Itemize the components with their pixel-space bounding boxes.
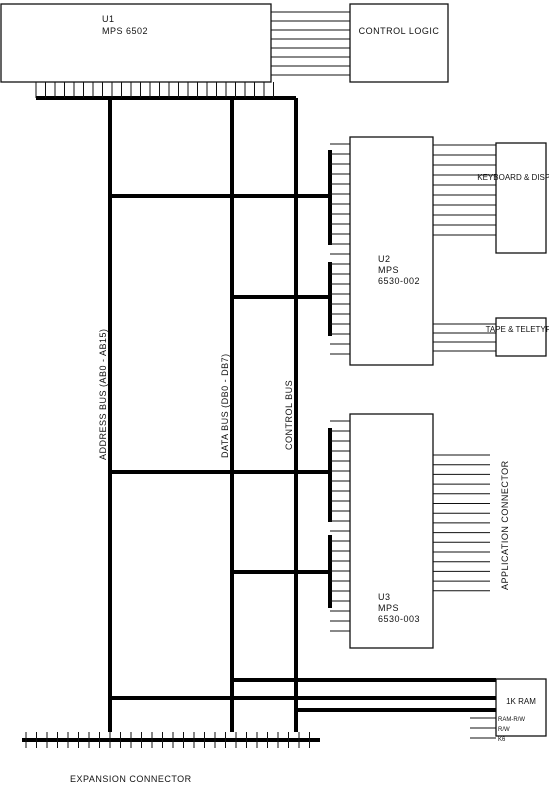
control-bus-label: CONTROL BUS xyxy=(284,380,294,450)
ram-signal-0: RAM-R/W xyxy=(498,717,525,723)
application-connector-label: APPLICATION CONNECTOR xyxy=(500,460,510,590)
ram-signal-1: R/W xyxy=(498,727,510,733)
data-bus-label: DATA BUS (DB0 - DB7) xyxy=(220,353,230,458)
ram-box xyxy=(495,678,547,737)
u2-id: U2 xyxy=(378,254,391,264)
u3-name: MPS xyxy=(378,603,399,613)
u3-id: U3 xyxy=(378,592,391,602)
expansion-connector-label: EXPANSION CONNECTOR xyxy=(70,774,192,784)
control-logic-label: CONTROL LOGIC xyxy=(359,26,440,36)
keyboard-label: KEYBOARD & DISPLAY xyxy=(477,173,549,182)
address-bus-label: ADDRESS BUS (AB0 - AB15) xyxy=(98,328,108,460)
keyboard-display-box xyxy=(495,142,547,254)
ram-signal-2: K6 xyxy=(498,737,506,743)
u1-id: U1 xyxy=(102,14,115,24)
u1-cpu-box xyxy=(0,3,272,83)
u1-name: MPS 6502 xyxy=(102,26,148,36)
u3-part: 6530-003 xyxy=(378,614,420,624)
u2-part: 6530-002 xyxy=(378,276,420,286)
control-logic-box xyxy=(349,3,449,83)
u2-box xyxy=(349,136,434,366)
u2-name: MPS xyxy=(378,265,399,275)
tape-label: TAPE & TELETYPE xyxy=(486,325,549,334)
ram-label: 1K RAM xyxy=(506,697,536,706)
peripheral-wires xyxy=(25,82,496,748)
tape-teletype-box xyxy=(495,317,547,357)
u1-right-pins xyxy=(271,11,350,76)
